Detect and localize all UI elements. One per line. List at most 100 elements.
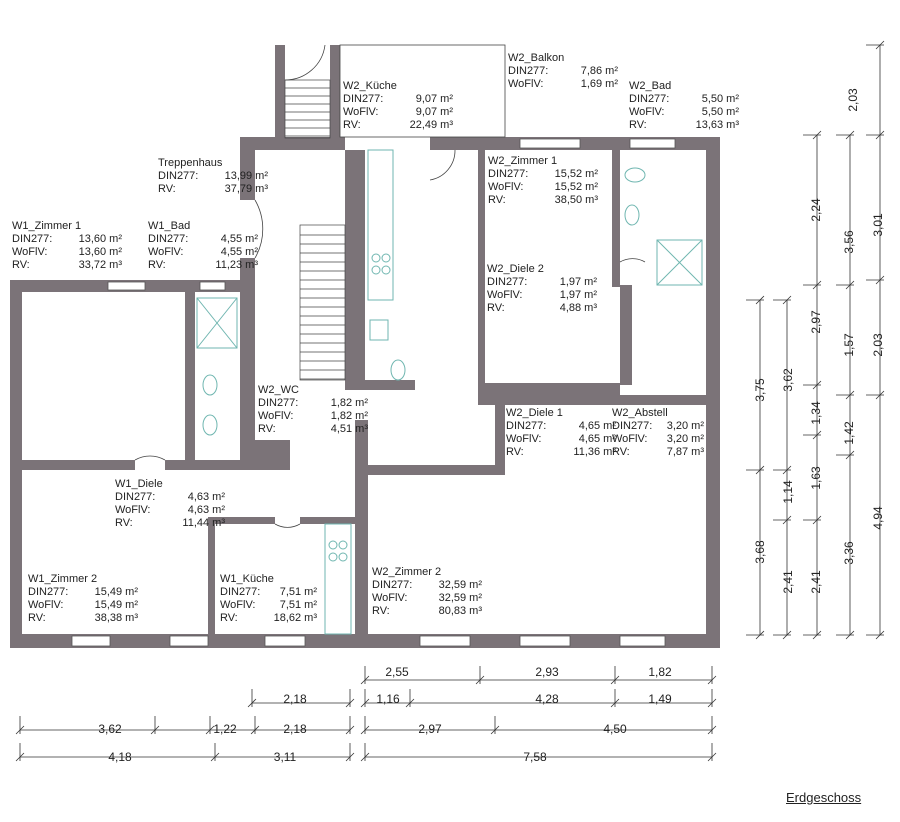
dimension-label: 3,75 <box>753 378 767 402</box>
dimension-tick <box>345 725 355 735</box>
wofiv-label: WoFlV: <box>343 106 379 118</box>
dimension-tick <box>150 725 160 735</box>
din-value: 4,65 m² <box>578 420 616 432</box>
wofiv-value: 5,50 m² <box>701 106 739 118</box>
dimension-tick <box>875 40 885 50</box>
wofiv-value: 4,63 m² <box>187 504 225 516</box>
wofiv-label: WoFlV: <box>629 106 665 118</box>
room-label-w2-zimmer2: W2_Zimmer 2 DIN277:32,59 m² WoFlV:32,59 … <box>372 566 482 618</box>
din-value: 7,51 m² <box>279 586 317 598</box>
dimension-tick <box>475 675 485 685</box>
wofiv-label: WoFlV: <box>28 599 64 611</box>
dimension-label: 1,82 <box>648 665 672 679</box>
dimension-tick <box>610 698 620 708</box>
din-value: 5,50 m² <box>701 93 739 105</box>
rv-label: RV: <box>488 194 506 206</box>
dimension-tick <box>812 630 822 640</box>
wofiv-value: 32,59 m² <box>438 592 482 604</box>
rv-value: 13,63 m³ <box>695 119 739 131</box>
dimension-tick <box>205 725 215 735</box>
room-label-w2-balkon: W2_Balkon DIN277:7,86 m² WoFlV:1,69 m² <box>508 52 618 91</box>
room-label-w2-wc: W2_WC DIN277:1,82 m² WoFlV:1,82 m² RV:4,… <box>258 384 368 436</box>
dimension-tick <box>247 698 257 708</box>
room-label-w1-diele: W1_Diele DIN277:4,63 m² WoFlV:4,63 m² RV… <box>115 478 225 530</box>
dimension-label: 7,58 <box>523 750 547 764</box>
rv-label: RV: <box>12 259 30 271</box>
din-label: DIN277: <box>612 420 653 432</box>
dimension-label: 2,18 <box>283 692 307 706</box>
rv-value: 7,87 m³ <box>666 446 704 458</box>
rv-value: 38,38 m³ <box>94 612 138 624</box>
dimension-lines <box>15 40 885 762</box>
din-value: 15,52 m² <box>554 168 598 180</box>
din-label: DIN277: <box>629 93 670 105</box>
rv-label: RV: <box>148 259 166 271</box>
balcony-outline <box>339 44 506 138</box>
dimension-tick <box>490 725 500 735</box>
dimension-tick <box>812 380 822 390</box>
din-label: DIN277: <box>220 586 261 598</box>
din-label: DIN277: <box>258 397 299 409</box>
rv-value: 80,83 m³ <box>438 605 482 617</box>
dimension-label: 4,18 <box>108 750 132 764</box>
wofiv-label: WoFlV: <box>115 504 151 516</box>
din-label: DIN277: <box>372 579 413 591</box>
dimension-tick <box>345 698 355 708</box>
dimension-tick <box>782 515 792 525</box>
din-label: DIN277: <box>488 168 529 180</box>
dimension-tick <box>755 465 765 475</box>
din-value: 3,20 m² <box>666 420 704 432</box>
dimension-label: 3,56 <box>842 230 856 254</box>
dimension-tick <box>812 280 822 290</box>
dimension-tick <box>707 675 717 685</box>
dimension-tick <box>845 280 855 290</box>
wofiv-label: WoFlV: <box>148 246 184 258</box>
din-value: 32,59 m² <box>438 579 482 591</box>
rv-label: RV: <box>158 183 176 195</box>
din-label: DIN277: <box>487 276 528 288</box>
din-value: 13,60 m² <box>78 233 122 245</box>
dimension-tick <box>845 630 855 640</box>
room-label-w2-diele2: W2_Diele 2 DIN277:1,97 m² WoFlV:1,97 m² … <box>487 263 597 315</box>
wofiv-value: 1,97 m² <box>559 289 597 301</box>
room-name: W2_Zimmer 1 <box>488 155 558 167</box>
rv-value: 11,23 m³ <box>215 259 258 271</box>
dimension-label: 2,41 <box>809 570 823 594</box>
din-label: DIN277: <box>115 491 156 503</box>
dimension-tick <box>755 630 765 640</box>
rv-label: RV: <box>343 119 361 131</box>
dimension-label: 1,42 <box>842 421 856 445</box>
rv-label: RV: <box>612 446 630 458</box>
room-name: W2_Küche <box>343 80 397 92</box>
dimension-label: 4,94 <box>871 506 885 530</box>
dimension-tick <box>15 752 25 762</box>
din-value: 9,07 m² <box>415 93 453 105</box>
room-label-treppenhaus: Treppenhaus DIN277:13,99 m² RV:37,79 m³ <box>158 157 268 196</box>
dimension-tick <box>360 675 370 685</box>
dimension-label: 3,36 <box>842 541 856 565</box>
wofiv-label: WoFlV: <box>220 599 256 611</box>
wofiv-value: 15,52 m² <box>554 181 598 193</box>
fixtures <box>196 149 703 635</box>
dimension-tick <box>875 275 885 285</box>
din-label: DIN277: <box>28 586 69 598</box>
din-value: 15,49 m² <box>94 586 138 598</box>
dimension-tick <box>405 698 415 708</box>
dimension-label: 4,50 <box>603 722 627 736</box>
rv-label: RV: <box>258 423 276 435</box>
rv-value: 4,88 m³ <box>559 302 597 314</box>
dimension-tick <box>845 390 855 400</box>
doors <box>134 44 646 528</box>
din-label: DIN277: <box>506 420 547 432</box>
dimension-tick <box>875 130 885 140</box>
dimension-tick <box>610 675 620 685</box>
dimension-tick <box>345 752 355 762</box>
room-name: W1_Küche <box>220 573 274 585</box>
din-label: DIN277: <box>158 170 199 182</box>
rv-value: 37,79 m³ <box>224 183 268 195</box>
rv-label: RV: <box>629 119 647 131</box>
dimension-label: 1,16 <box>376 692 400 706</box>
din-label: DIN277: <box>148 233 189 245</box>
rv-value: 38,50 m³ <box>554 194 598 206</box>
dimension-tick <box>360 698 370 708</box>
